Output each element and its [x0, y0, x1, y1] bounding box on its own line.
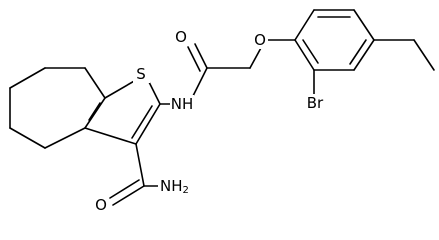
bond-s-c2 [147, 79, 161, 105]
bond-ch2-oether [249, 45, 263, 69]
bond-ccarbonyl-o [194, 43, 208, 69]
bond-c3-c3a [84, 127, 137, 145]
carbonyl-oxygen-atom: O [174, 28, 189, 46]
amine-nh2-label: NH2 [160, 177, 189, 196]
bond-nh-ccarbonyl [192, 67, 208, 97]
bond-ar3-ar4 [353, 9, 375, 41]
bond-ethyl-ch3 [413, 39, 435, 71]
amine-nh-text: NH [160, 177, 183, 195]
bond-ar4-ar5-double [349, 39, 367, 65]
bond-camide-o [112, 185, 145, 206]
bromine-label: Br [307, 94, 324, 112]
bond-c4a-c5a [9, 127, 46, 149]
ether-oxygen-label: O [254, 31, 266, 49]
bond-c2-c3 [135, 103, 161, 145]
chemical-structure-diagram: S NH O O Br O NH2 [9, 9, 435, 214]
carbonyl-oxygen-label: O [175, 28, 187, 46]
sulfur-label: S [136, 65, 146, 83]
bond-c7a-c3a-double [88, 102, 101, 121]
ether-oxygen-atom: O [253, 31, 268, 49]
bond-c6-c7a [84, 67, 106, 99]
bond-c3a-c4a [44, 127, 86, 149]
sulfur-atom: S [133, 65, 150, 83]
bond-ar6-ar1 [294, 39, 315, 71]
bond-c3-camide [135, 143, 145, 187]
amide-oxygen-atom: O [94, 196, 109, 214]
bond-c4-c5 [9, 67, 46, 89]
amine-subscript-2: 2 [183, 185, 189, 196]
bond-ar4-ar5 [353, 39, 375, 71]
amine-nh2-atom: NH2 [158, 177, 190, 197]
bond-ar6-ar1-double [302, 39, 319, 64]
bond-camide-o-double [109, 179, 140, 199]
bond-c7a-s [104, 79, 137, 99]
bromine-atom: Br [304, 94, 326, 112]
bond-c2-c3-double [131, 105, 153, 139]
bond-ar1-ar2 [294, 9, 315, 41]
bonds [9, 9, 435, 206]
bond-ccarbonyl-o-double [187, 46, 201, 72]
bond-c7a-c3a [84, 97, 106, 129]
atom-labels: S NH O O Br O NH2 [94, 28, 326, 214]
amide-nh-label: NH [171, 95, 194, 113]
amide-oxygen-label: O [95, 196, 107, 214]
amide-nh-atom: NH [170, 95, 194, 113]
